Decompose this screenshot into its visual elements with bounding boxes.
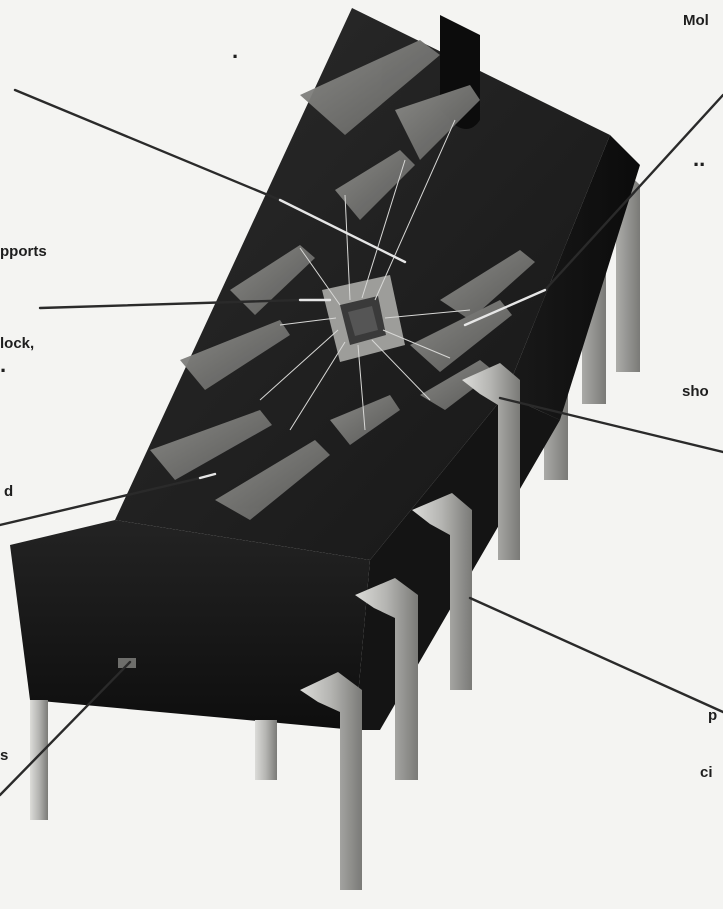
label-molded: Mol <box>683 12 709 29</box>
label-s: s <box>0 747 8 764</box>
label-p: p <box>708 707 717 724</box>
label-shows: sho <box>682 383 709 400</box>
label-right-dots: .. <box>693 148 705 170</box>
label-block: lock, <box>0 335 34 352</box>
label-block-dot: . <box>0 354 6 376</box>
label-top-left-dot: . <box>232 40 238 62</box>
label-supports: pports <box>0 243 47 260</box>
label-d: d <box>4 483 13 500</box>
label-ci: ci <box>700 764 713 781</box>
